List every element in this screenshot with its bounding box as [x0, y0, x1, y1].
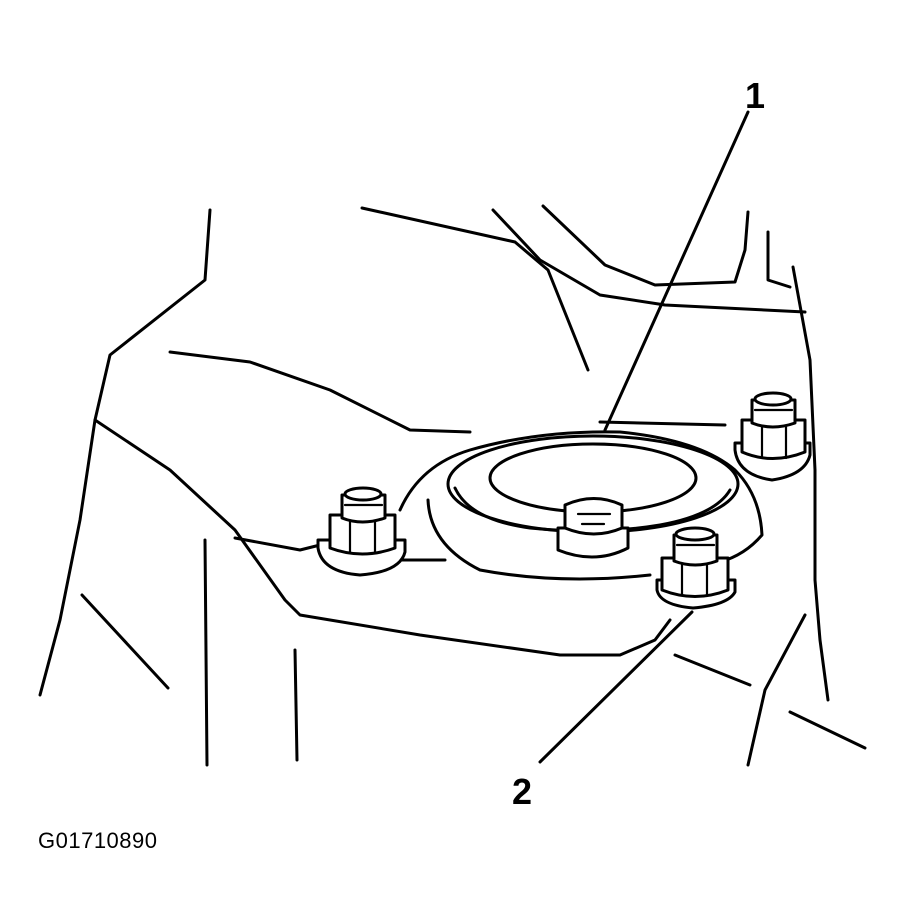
callout-1-label: 1 [745, 75, 765, 116]
callout-2-leader [538, 610, 694, 764]
mounting-nut-left [316, 486, 407, 577]
callout-1-leader [603, 110, 750, 432]
left-body-panel [38, 208, 299, 767]
strut-tower-plate [93, 350, 867, 767]
strut-shaft-nut [556, 497, 630, 559]
mounting-nut-right [733, 391, 812, 482]
callout-2-label: 2 [512, 771, 532, 812]
mounting-nut-front [655, 526, 737, 610]
figure-id: G01710890 [38, 828, 158, 853]
upper-body-lines [360, 204, 830, 702]
